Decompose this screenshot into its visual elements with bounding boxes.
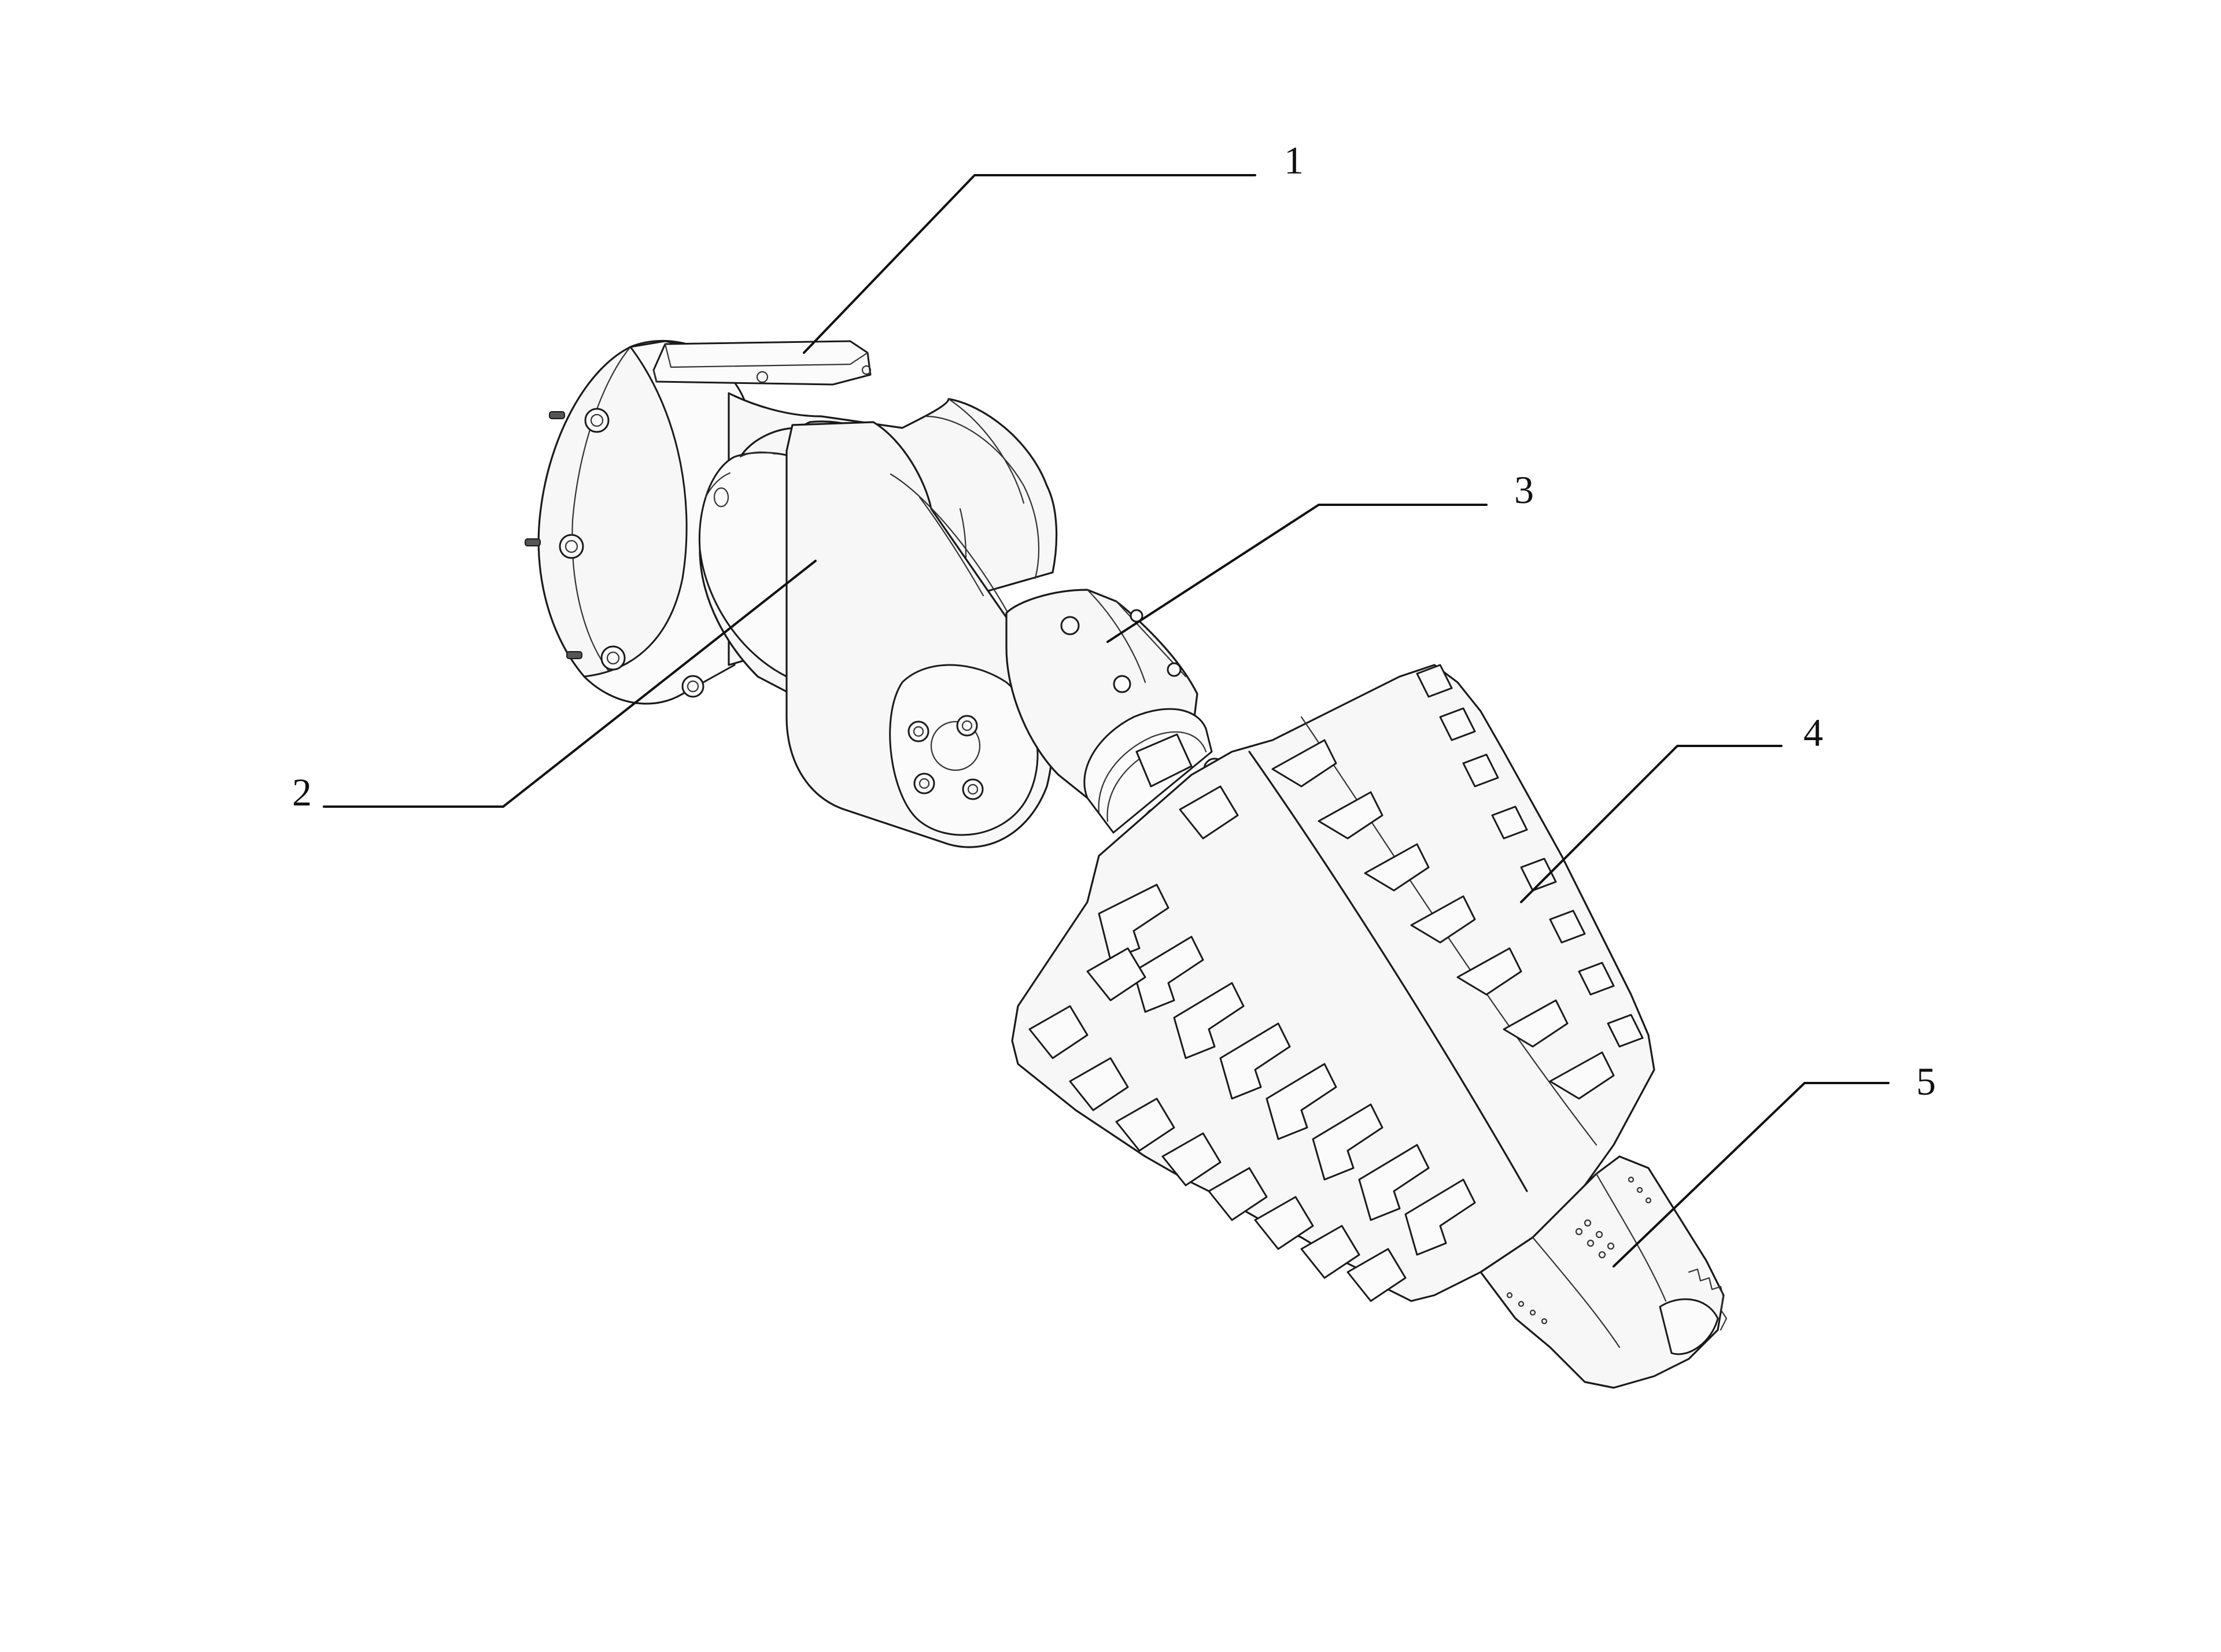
cutter-head: [1011, 664, 1655, 1302]
callout-3: 3: [1514, 468, 1534, 512]
callout-5: 5: [1916, 1059, 1936, 1103]
bit-inserts: [1506, 1176, 1652, 1325]
pick-holders-left: [1028, 785, 1476, 1302]
leader-line-1: [803, 174, 1256, 354]
pick-holders-right: [1271, 664, 1644, 1100]
callout-1: 1: [1284, 138, 1304, 182]
belt-arm: [785, 421, 1054, 848]
mounting-flange: [525, 340, 872, 705]
tip-bit: [1480, 1155, 1728, 1389]
leader-line-2: [323, 560, 817, 808]
callout-4: 4: [1803, 711, 1823, 755]
flange-bolts: [525, 408, 704, 698]
callout-2: 2: [292, 770, 312, 814]
callout-labels: 1 2 3 4 5: [292, 138, 1936, 1103]
leader-lines: [323, 174, 1890, 1267]
leader-line-4: [1520, 745, 1783, 903]
wrist-joint: [1005, 589, 1226, 834]
leader-line-5: [1613, 1082, 1890, 1267]
leader-line-3: [1106, 504, 1488, 643]
